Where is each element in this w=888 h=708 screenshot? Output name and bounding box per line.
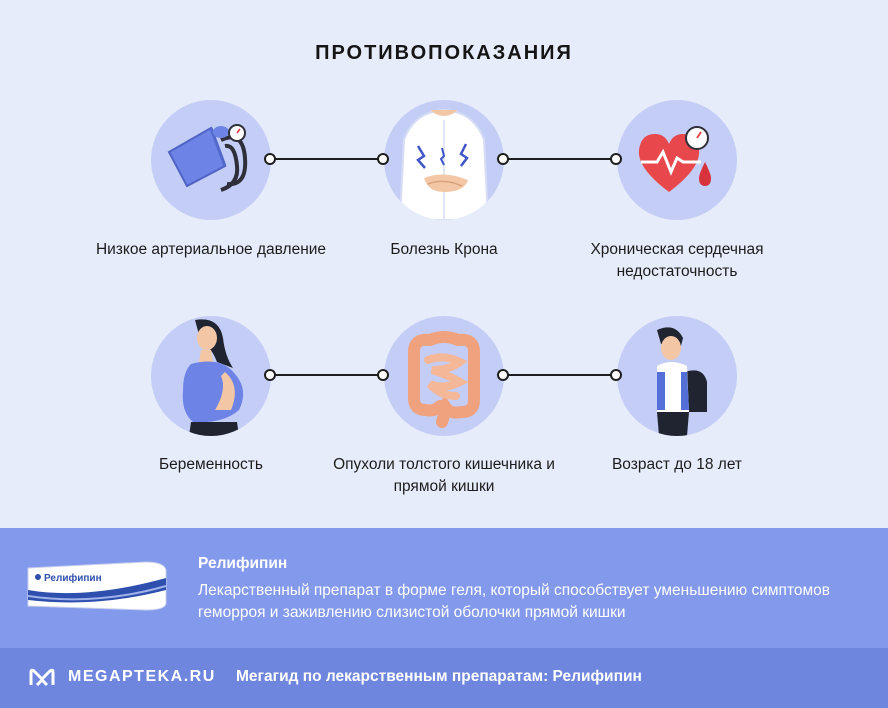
connector-2-3 — [504, 158, 616, 160]
page-title: ПРОТИВОПОКАЗАНИЯ — [315, 42, 573, 64]
connector-1-2 — [271, 158, 383, 160]
product-name: Релифипин — [198, 555, 288, 572]
label-crohn: Болезнь Крона — [390, 241, 498, 258]
label-pregnancy: Беременность — [159, 456, 263, 473]
intestines-icon — [408, 331, 480, 428]
label-low-pressure: Низкое артериальное давление — [95, 241, 327, 258]
product-tube-image: Релифипин — [27, 561, 167, 611]
product-description: Лекарственный препарат в форме геля, кот… — [198, 582, 831, 621]
circle-low-pressure — [151, 100, 271, 220]
label-heart-failure: Хроническая сердечная недостаточность — [590, 241, 764, 280]
blood-pressure-monitor-icon — [167, 124, 248, 192]
connector-5-6 — [504, 374, 616, 376]
logo-text[interactable]: MEGAPTEKA.RU — [68, 668, 216, 685]
connector-dot — [610, 153, 622, 165]
connector-dot — [497, 153, 509, 165]
connector-4-5 — [271, 374, 383, 376]
circle-pregnancy — [151, 316, 271, 436]
label-age: Возраст до 18 лет — [611, 456, 743, 473]
schoolchild-icon — [657, 327, 707, 436]
circle-heart-failure — [617, 100, 737, 220]
connector-dot — [610, 369, 622, 381]
abdominal-pain-person-icon — [398, 108, 490, 220]
connector-dot — [377, 153, 389, 165]
connector-dot — [497, 369, 509, 381]
circle-age — [617, 316, 737, 436]
label-tumors: Опухоли толстого кишечника и прямой кишк… — [333, 456, 555, 495]
circle-tumors — [384, 316, 504, 436]
heart-pulse-icon — [638, 126, 711, 192]
pregnant-woman-icon — [182, 319, 244, 436]
megapteka-logo-icon[interactable] — [28, 665, 56, 689]
circle-crohn — [384, 100, 504, 220]
connector-dot — [377, 369, 389, 381]
connector-dot — [264, 153, 276, 165]
footer — [0, 648, 888, 708]
footer-caption: Мегагид по лекарственным препаратам: Рел… — [236, 668, 642, 685]
tube-label: Релифипин — [44, 572, 102, 584]
connector-dot — [264, 369, 276, 381]
